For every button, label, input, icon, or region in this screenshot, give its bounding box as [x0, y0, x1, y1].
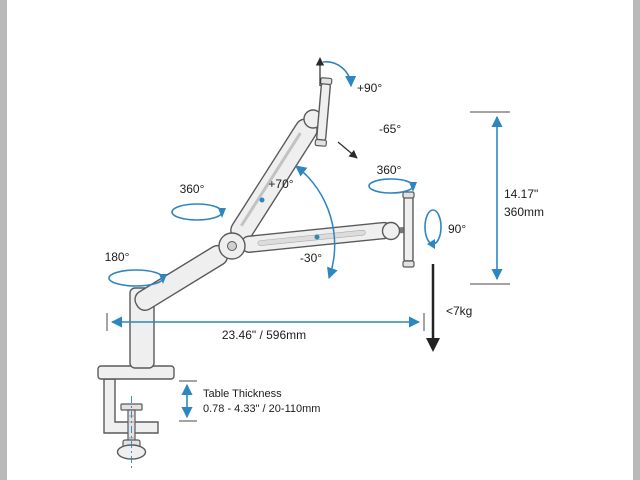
label-table-thickness-range: 0.78 - 4.33" / 20-110mm — [203, 403, 320, 415]
right-plate-cap-bottom — [402, 260, 415, 268]
rotation-indicators — [108, 61, 442, 287]
thickness-dimension — [179, 380, 197, 422]
label-base-swivel: 180° — [105, 250, 130, 264]
right-joint — [381, 221, 401, 241]
plate-pivot-ellipse — [424, 209, 442, 245]
label-plate-tilt-down: -65° — [379, 122, 401, 136]
label-height-inches: 14.17" — [504, 187, 538, 201]
center-joint-pin — [227, 241, 237, 251]
lower-arm-body — [134, 244, 229, 311]
shoulder-swivel-ellipse — [171, 203, 223, 221]
top-plate-cap-top — [319, 77, 333, 86]
shoulder-swivel-arrow — [218, 208, 226, 218]
label-elbow-swivel: 360° — [377, 163, 402, 177]
top-vesa-mount — [303, 77, 333, 147]
plate-pivot-arrow — [427, 239, 435, 249]
lower-arm — [134, 244, 229, 311]
label-arm-reach: 23.46" / 596mm — [222, 328, 306, 342]
width-dimension — [106, 313, 425, 331]
desk-clamp — [97, 365, 175, 468]
label-plate-pivot: 90° — [448, 222, 466, 236]
elbow-swivel-arrow — [409, 182, 417, 192]
center-joint — [218, 232, 246, 260]
label-table-thickness-title: Table Thickness — [203, 388, 282, 400]
label-height-mm: 360mm — [504, 205, 544, 219]
tilt-down-axis-arrow — [337, 141, 358, 159]
adjust-screw-dot — [259, 197, 265, 203]
top-vesa-plate — [314, 77, 333, 147]
label-max-weight: <7kg — [446, 304, 472, 318]
right-plate-cap-top — [402, 191, 415, 199]
weight-arrow-head — [426, 338, 440, 352]
label-plate-rotation-up: +90° — [357, 81, 382, 95]
right-plate-body — [403, 196, 414, 262]
label-arm-tilt-up: +70° — [268, 177, 293, 191]
top-plate-body — [316, 83, 331, 141]
right-vesa-mount — [381, 191, 415, 268]
portrait-rotate-arc — [322, 61, 357, 88]
letterbox-left — [0, 0, 7, 480]
base-swivel-ellipse — [108, 269, 164, 287]
top-plate-cap-bottom — [314, 138, 328, 147]
gas-spring-rod — [240, 132, 302, 227]
elbow-swivel-ellipse — [368, 178, 414, 194]
weight-indicator — [426, 264, 440, 352]
tilt-range-arc — [295, 165, 338, 280]
adjust-screw-dot — [314, 234, 320, 240]
label-shoulder-swivel: 360° — [180, 182, 205, 196]
letterbox-right — [633, 0, 640, 480]
base-swivel-arrow — [159, 274, 167, 284]
label-arm-tilt-down: -30° — [300, 251, 322, 265]
height-dimension — [470, 111, 510, 285]
